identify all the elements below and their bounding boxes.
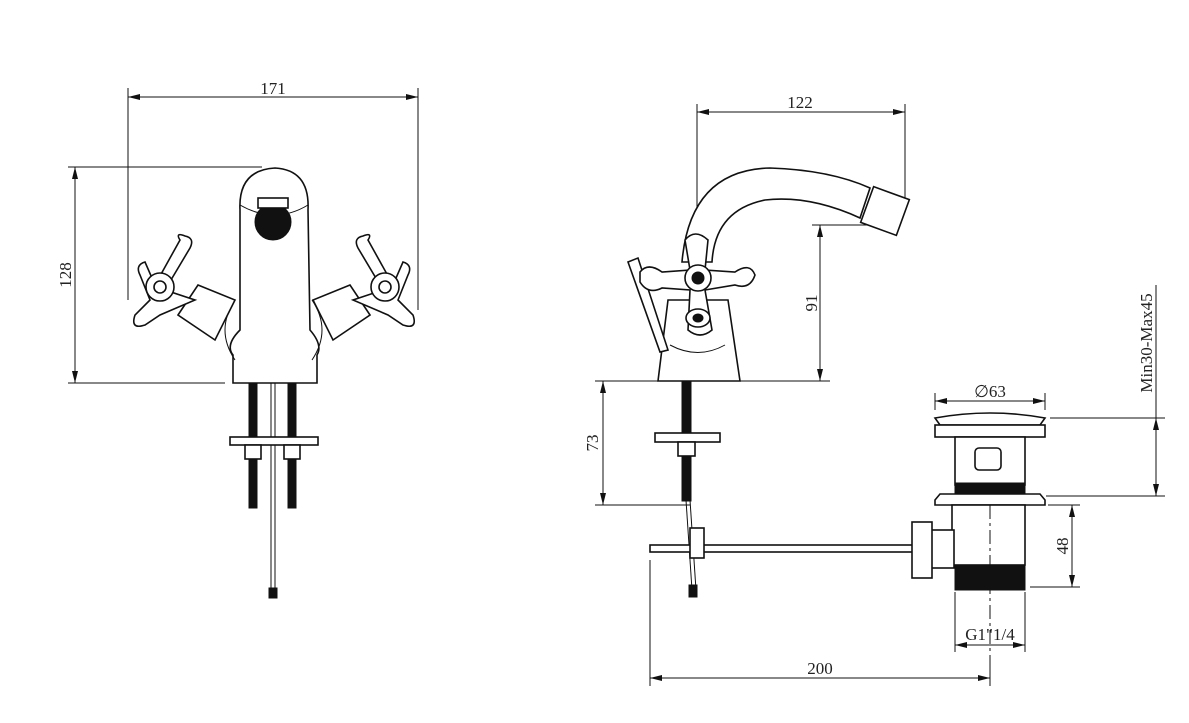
dimension-label: 200	[807, 659, 833, 678]
dimension-48: 48	[1030, 504, 1080, 588]
dimension-label: 48	[1053, 538, 1072, 555]
spout	[681, 167, 871, 263]
side-view: 122 91 73	[583, 93, 1165, 686]
dimension-171: 171	[127, 79, 419, 310]
dimension-deck-thickness: Min30-Max45	[1046, 285, 1165, 497]
dimension-73: 73	[583, 380, 690, 506]
dimension-label: Min30-Max45	[1137, 293, 1156, 392]
dimension-thread: G1"1/4	[954, 592, 1026, 652]
handle-left	[132, 233, 237, 342]
front-view: 171 128	[56, 79, 419, 599]
tap-body	[657, 299, 741, 382]
fixing-plate	[229, 436, 319, 446]
dimension-200: 200	[649, 560, 991, 686]
dimension-diameter-63: ∅63	[934, 382, 1046, 410]
dimension-128: 128	[56, 166, 262, 384]
spout-outlet	[254, 203, 292, 241]
dimension-label: 73	[583, 435, 602, 452]
dimension-label: 122	[787, 93, 813, 112]
dimension-label: 171	[260, 79, 286, 98]
dimension-label: 128	[56, 262, 75, 288]
tap-body	[229, 167, 320, 384]
dimension-91: 91	[802, 224, 870, 381]
dimension-label: G1"1/4	[965, 625, 1015, 644]
rod-clamp	[689, 527, 705, 559]
pop-up-lever	[626, 256, 670, 353]
handle-right	[311, 233, 416, 342]
spout-aerator	[859, 185, 911, 237]
dimension-label: 91	[802, 295, 821, 312]
pop-up-waste	[911, 412, 1047, 660]
handle	[639, 233, 756, 336]
fixing-plate	[654, 432, 721, 443]
dimension-label: ∅63	[974, 382, 1006, 401]
